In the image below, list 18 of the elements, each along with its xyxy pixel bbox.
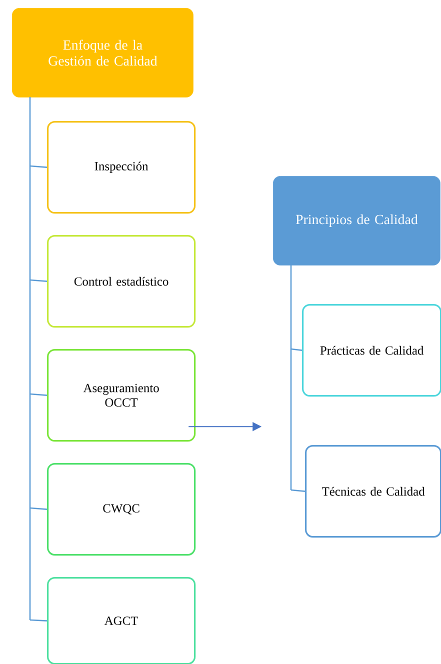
process-box: Inspección [47,121,196,214]
connector-line [30,165,48,168]
connector-line [29,97,31,620]
connector-line [290,265,292,490]
heading-box: Principios de Calidad [273,176,440,266]
process-box: Prácticas de Calidad [302,304,441,397]
process-box: Aseguramiento OCCT [47,349,196,442]
heading-box: Enfoque de la Gestión de Calidad [12,8,194,98]
connector-line [290,489,306,492]
connector-line [290,348,302,351]
connector-line [30,393,48,396]
process-box: Técnicas de Calidad [305,445,441,538]
connector-line [30,507,48,510]
process-box: AGCT [47,577,196,664]
process-box: CWQC [47,463,196,556]
connector-line [30,619,48,622]
process-box: Control estadístico [47,235,196,328]
connector-line [30,279,48,282]
